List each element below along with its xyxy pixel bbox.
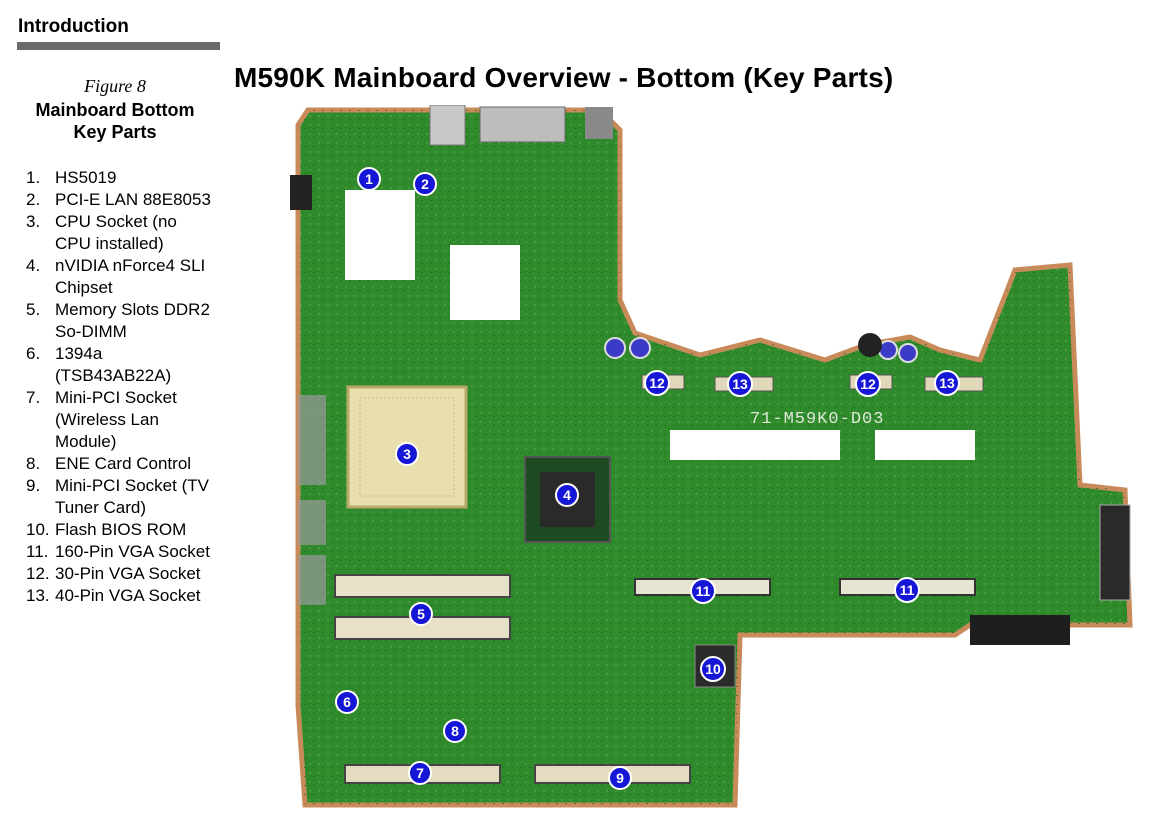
list-item: 4. nVIDIA nForce4 SLI Chipset xyxy=(26,255,216,299)
section-divider xyxy=(17,42,220,50)
svg-text:5: 5 xyxy=(417,606,425,622)
section-title: Introduction xyxy=(18,16,129,37)
item-number: 1. xyxy=(26,168,41,187)
key-parts-list: 1. HS5019 2. PCI-E LAN 88E8053 3. CPU Socke… xyxy=(26,167,216,607)
list-item: 6. 1394a (TSB43AB22A) xyxy=(26,343,216,387)
marker-6: 6 xyxy=(335,690,359,714)
svg-text:6: 6 xyxy=(343,694,351,710)
marker-13: 13 xyxy=(727,371,753,397)
io-connector xyxy=(585,107,613,139)
list-item: 1. HS5019 xyxy=(26,167,216,189)
item-text: 1394a (TSB43AB22A) xyxy=(55,344,172,385)
io-connector xyxy=(479,106,566,143)
figure-caption: Mainboard Bottom Key Parts xyxy=(35,100,195,142)
side-port xyxy=(298,395,326,485)
side-connector xyxy=(1099,504,1131,601)
item-text: Memory Slots DDR2 So-DIMM xyxy=(55,300,210,341)
item-number: 5. xyxy=(26,300,41,319)
item-text: 40-Pin VGA Socket xyxy=(55,586,201,605)
list-item: 2. PCI-E LAN 88E8053 xyxy=(26,189,216,211)
item-number: 7. xyxy=(26,388,41,407)
board-silkscreen: 71-M59K0-D03 xyxy=(750,410,884,429)
list-item: 10. Flash BIOS ROM xyxy=(26,519,216,541)
sata-connector xyxy=(970,615,1070,645)
svg-text:3: 3 xyxy=(403,446,411,462)
svg-text:11: 11 xyxy=(900,582,915,598)
side-port xyxy=(298,555,326,605)
svg-text:11: 11 xyxy=(696,583,711,599)
marker-4: 4 xyxy=(555,483,579,507)
item-text: PCI-E LAN 88E8053 xyxy=(55,190,211,209)
board-cutout xyxy=(345,190,415,280)
board-cutout xyxy=(875,430,975,460)
svg-text:8: 8 xyxy=(451,723,459,739)
list-item: 11. 160-Pin VGA Socket xyxy=(26,541,216,563)
list-item: 13. 40-Pin VGA Socket xyxy=(26,585,216,607)
item-number: 12. xyxy=(26,564,50,583)
marker-12: 12 xyxy=(855,371,881,397)
io-connector xyxy=(290,175,312,210)
svg-text:10: 10 xyxy=(705,661,721,677)
marker-8: 8 xyxy=(443,719,467,743)
marker-5: 5 xyxy=(409,602,433,626)
svg-text:2: 2 xyxy=(421,176,429,192)
list-item: 5. Memory Slots DDR2 So-DIMM xyxy=(26,299,216,343)
item-text: Mini-PCI Socket (TV Tuner Card) xyxy=(55,476,209,517)
marker-3: 3 xyxy=(395,442,419,466)
capacitor xyxy=(629,337,651,359)
item-text: 30-Pin VGA Socket xyxy=(55,564,201,583)
list-item: 9. Mini-PCI Socket (TV Tuner Card) xyxy=(26,475,216,519)
page-title: M590K Mainboard Overview - Bottom (Key P… xyxy=(234,62,894,93)
item-text: ENE Card Control xyxy=(55,454,192,473)
board-cutout xyxy=(670,430,840,460)
marker-12: 12 xyxy=(644,370,670,396)
svg-text:12: 12 xyxy=(860,376,876,392)
marker-11: 11 xyxy=(894,577,920,603)
memory-slot xyxy=(334,574,511,598)
marker-2: 2 xyxy=(413,172,437,196)
marker-7: 7 xyxy=(408,761,432,785)
figure-label: Figure 8 xyxy=(84,76,146,96)
item-number: 2. xyxy=(26,190,41,209)
marker-9: 9 xyxy=(608,766,632,790)
svg-text:13: 13 xyxy=(732,376,748,392)
list-item: 8. ENE Card Control xyxy=(26,453,216,475)
marker-13: 13 xyxy=(934,370,960,396)
svg-text:13: 13 xyxy=(939,375,955,391)
board-cutout xyxy=(450,245,520,320)
item-number: 10. xyxy=(26,520,50,539)
capacitor xyxy=(858,333,882,357)
item-number: 13. xyxy=(26,586,50,605)
item-number: 11. xyxy=(26,542,49,561)
item-text: 160-Pin VGA Socket xyxy=(55,542,210,561)
io-connector xyxy=(429,105,466,146)
mainboard-photo: 71-M59K0-D03 1 2 3 4 5 6 7 8 9 10 11 11 … xyxy=(290,105,1133,808)
svg-text:1: 1 xyxy=(365,171,373,187)
svg-text:9: 9 xyxy=(616,770,624,786)
svg-text:12: 12 xyxy=(649,375,665,391)
item-text: CPU Socket (no CPU installed) xyxy=(55,212,177,253)
item-number: 4. xyxy=(26,256,41,275)
capacitor xyxy=(604,337,626,359)
capacitor xyxy=(898,343,918,363)
list-item: 7. Mini-PCI Socket (Wireless Lan Module) xyxy=(26,387,216,453)
item-number: 9. xyxy=(26,476,41,495)
item-number: 3. xyxy=(26,212,41,231)
item-text: HS5019 xyxy=(55,168,117,187)
item-text: nVIDIA nForce4 SLI Chipset xyxy=(55,256,206,297)
list-item: 12. 30-Pin VGA Socket xyxy=(26,563,216,585)
side-port xyxy=(298,500,326,545)
marker-1: 1 xyxy=(357,167,381,191)
list-item: 3. CPU Socket (no CPU installed) xyxy=(26,211,216,255)
item-number: 6. xyxy=(26,344,41,363)
svg-text:7: 7 xyxy=(416,765,424,781)
item-text: Flash BIOS ROM xyxy=(55,520,187,539)
svg-text:4: 4 xyxy=(563,487,571,503)
marker-11: 11 xyxy=(690,578,716,604)
item-number: 8. xyxy=(26,454,41,473)
item-text: Mini-PCI Socket (Wireless Lan Module) xyxy=(55,388,177,451)
marker-10: 10 xyxy=(700,656,726,682)
